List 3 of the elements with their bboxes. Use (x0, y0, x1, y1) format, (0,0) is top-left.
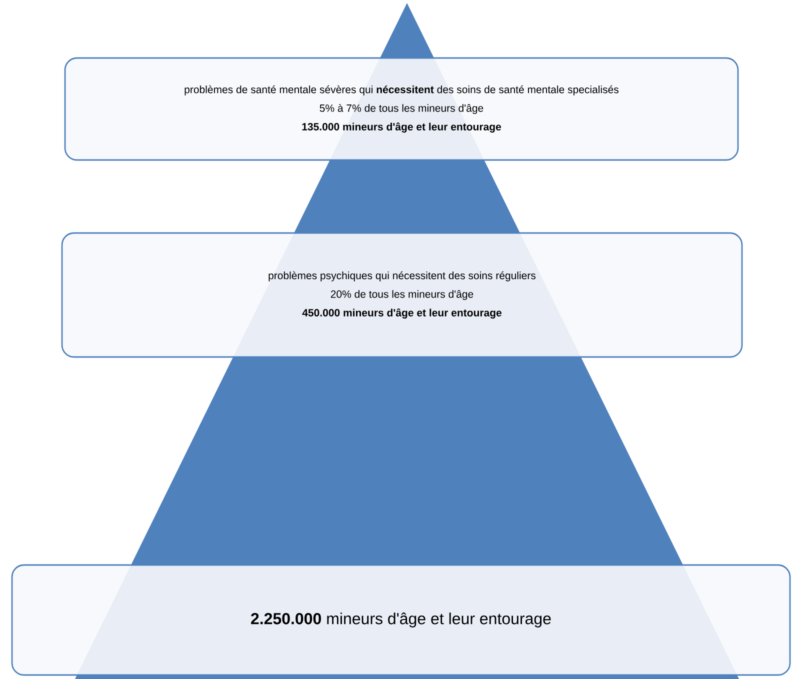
text-box: problèmes de santé mentale sévères qui nécessitent des soins de santé mentale specialisés 5% à 7% de tous les mineurs d'âge 135.000 mineurs d'âge et leur entourage (64, 57, 739, 161)
text-box: problèmes psychiques qui nécessitent des soins réguliers 20% de tous les mineurs d'âge 450.000 mineurs d'âge et leur entourage (61, 232, 743, 358)
text-box: 2.250.000 mineurs d'âge et leur entourage (11, 564, 791, 676)
